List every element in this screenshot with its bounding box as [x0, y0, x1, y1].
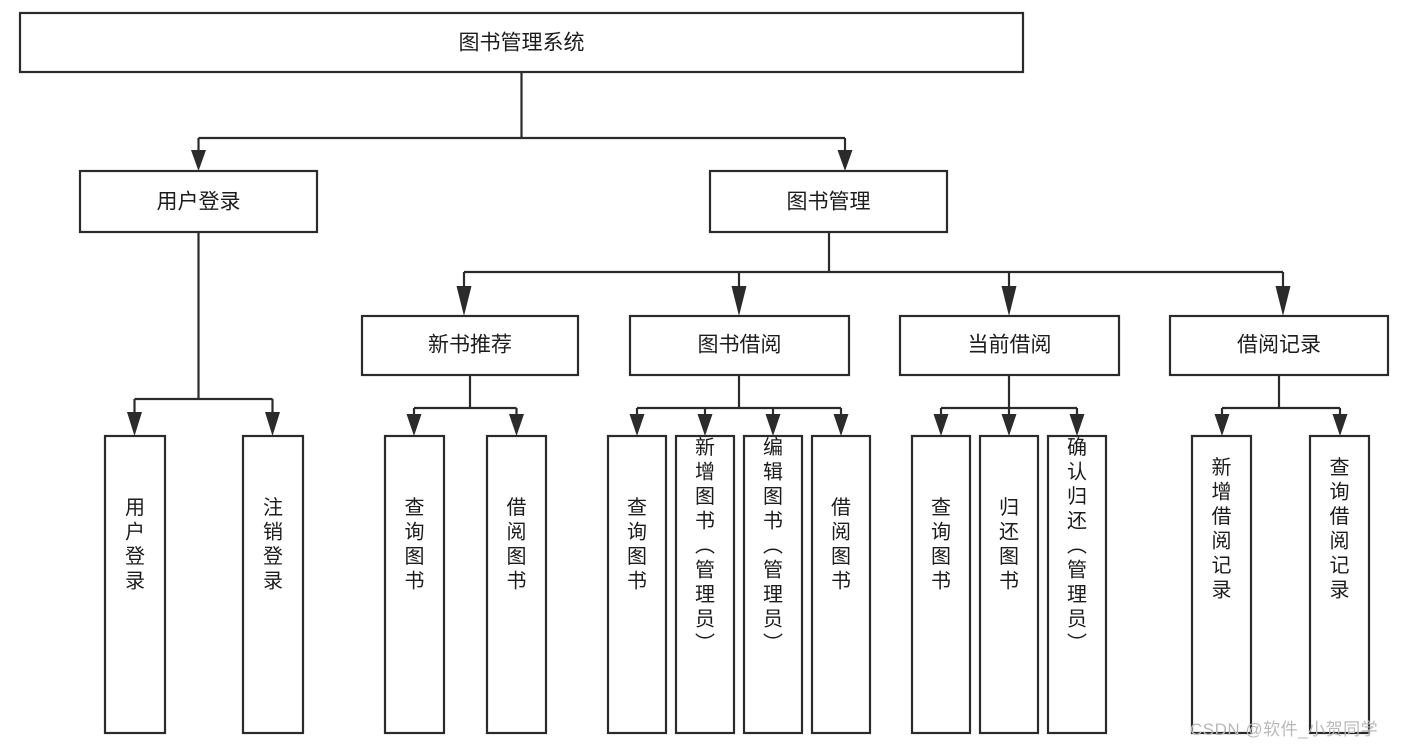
node-book-management-label: 图书管理	[787, 191, 871, 214]
connector-userlogin-to-leaves	[127, 232, 280, 436]
node-root-label: 图书管理系统	[459, 32, 585, 55]
node-leaf-confirm-return-label: 确认归还︵管理员︶	[1067, 436, 1087, 655]
node-leaf-logout-login-box[interactable]	[241, 434, 305, 735]
node-leaf-edit-book-box[interactable]	[742, 434, 804, 735]
node-leaf-user-login-label: 用户登录	[125, 497, 145, 593]
node-leaf-borrow-book-2-label: 借阅图书	[831, 496, 851, 593]
node-leaf-edit-book-label: 编辑图书︵管理员︶	[763, 436, 783, 655]
node-leaf-query-book-2-box[interactable]	[606, 434, 668, 735]
node-book-borrow-box[interactable]	[628, 314, 851, 377]
connectors-layer	[127, 72, 1348, 436]
node-borrow-record-label: 借阅记录	[1237, 334, 1321, 357]
node-leaf-return-book[interactable]: 归还图书	[978, 434, 1040, 735]
node-leaf-query-book-1[interactable]: 查询图书	[383, 434, 446, 735]
node-current-borrow-label: 当前借阅	[968, 334, 1052, 357]
node-current-borrow[interactable]: 当前借阅	[898, 314, 1121, 377]
node-leaf-query-book-2[interactable]: 查询图书	[606, 434, 668, 735]
node-leaf-query-book-1-box[interactable]	[383, 434, 446, 735]
node-leaf-query-record[interactable]: 查询借阅记录	[1308, 434, 1371, 735]
node-leaf-return-book-box[interactable]	[978, 434, 1040, 735]
node-new-book-recommend-label: 新书推荐	[428, 334, 512, 357]
connector-root-to-level2	[191, 72, 853, 171]
node-leaf-query-book-2-label: 查询图书	[627, 496, 647, 593]
connector-currentborrow-to-leaves	[933, 375, 1085, 436]
node-leaf-logout-login[interactable]: 注销登录	[241, 434, 305, 735]
node-leaf-user-login[interactable]: 用户登录	[103, 434, 167, 735]
node-leaf-logout-login-label: 注销登录	[263, 496, 283, 593]
node-leaf-query-record-box[interactable]	[1308, 434, 1371, 735]
node-leaf-borrow-book-1[interactable]: 借阅图书	[485, 434, 548, 735]
node-borrow-record-box[interactable]	[1168, 314, 1390, 377]
node-current-borrow-box[interactable]	[898, 314, 1121, 377]
node-leaf-query-record-label: 查询借阅记录	[1330, 456, 1350, 602]
node-leaf-query-book-3[interactable]: 查询图书	[910, 434, 972, 735]
node-user-login-label: 用户登录	[157, 191, 241, 214]
node-leaf-add-book-label: 新增图书︵管理员︶	[695, 436, 715, 655]
node-leaf-add-record-box[interactable]	[1190, 434, 1253, 735]
node-user-login[interactable]: 用户登录	[78, 169, 319, 234]
connector-borrowrecord-to-leaves	[1214, 375, 1348, 436]
connector-bookmanagement-to-level3	[456, 232, 1291, 316]
connector-newbook-to-leaves	[406, 375, 524, 436]
node-leaf-add-record-label: 新增借阅记录	[1212, 456, 1232, 602]
node-borrow-record[interactable]: 借阅记录	[1168, 314, 1390, 377]
node-leaf-add-book-box[interactable]	[674, 434, 736, 735]
node-leaf-borrow-book-1-label: 借阅图书	[507, 496, 527, 593]
connector-bookborrow-to-leaves	[629, 375, 849, 436]
node-root[interactable]: 图书管理系统	[18, 11, 1025, 74]
node-leaf-confirm-return[interactable]: 确认归还︵管理员︶	[1046, 434, 1108, 735]
node-leaf-query-book-3-label: 查询图书	[931, 496, 951, 593]
node-leaf-borrow-book-1-box[interactable]	[485, 434, 548, 735]
node-book-management[interactable]: 图书管理	[708, 169, 949, 234]
node-leaf-borrow-book-2-box[interactable]	[810, 434, 872, 735]
node-new-book-recommend-box[interactable]	[360, 314, 580, 377]
node-leaf-return-book-label: 归还图书	[999, 496, 1019, 593]
node-leaf-add-book[interactable]: 新增图书︵管理员︶	[674, 434, 736, 735]
node-book-borrow[interactable]: 图书借阅	[628, 314, 851, 377]
node-root-box[interactable]	[18, 11, 1025, 74]
node-leaf-confirm-return-box[interactable]	[1046, 434, 1108, 735]
node-leaf-user-login-box[interactable]	[103, 434, 167, 735]
node-leaf-add-record[interactable]: 新增借阅记录	[1190, 434, 1253, 735]
node-leaf-borrow-book-2[interactable]: 借阅图书	[810, 434, 872, 735]
node-user-login-box[interactable]	[78, 169, 319, 234]
node-book-management-box[interactable]	[708, 169, 949, 234]
node-new-book-recommend[interactable]: 新书推荐	[360, 314, 580, 377]
node-leaf-query-book-1-label: 查询图书	[405, 496, 425, 593]
node-leaf-query-book-3-box[interactable]	[910, 434, 972, 735]
node-leaf-edit-book[interactable]: 编辑图书︵管理员︶	[742, 434, 804, 735]
node-book-borrow-label: 图书借阅	[698, 334, 782, 357]
